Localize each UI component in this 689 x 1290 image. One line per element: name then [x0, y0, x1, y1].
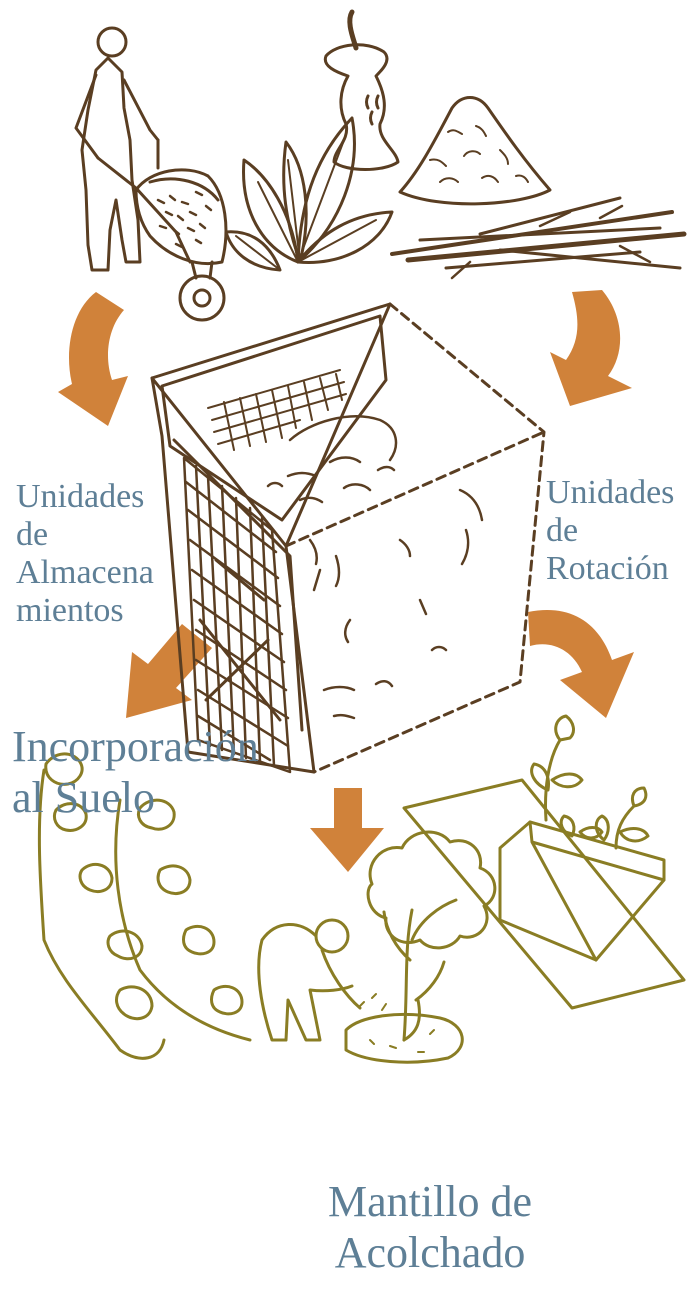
apple-core-icon — [323, 9, 400, 171]
clippings-pile-icon — [398, 96, 552, 206]
arrow-icon — [550, 290, 632, 406]
garden-rows-icon — [37, 752, 252, 1060]
rotation-units-label: Unidades de Rotación — [546, 474, 675, 588]
leaves-icon — [224, 116, 394, 272]
arrow-icon — [310, 788, 384, 872]
person-with-tree-icon — [257, 830, 497, 1064]
arrow-icon — [58, 292, 128, 426]
soil-incorporation-label: Incorporación al Suelo — [12, 722, 259, 822]
mulch-label: Mantillo de Acolchado — [328, 1177, 533, 1278]
planter-box-icon — [402, 714, 686, 1010]
compost-bin-icon — [150, 302, 546, 774]
storage-units-label: Unidades de Almacena mientos — [16, 478, 154, 630]
arrow-icon — [528, 610, 634, 718]
arrow-icon — [126, 624, 212, 718]
person-with-wheelbarrow-icon — [74, 26, 228, 322]
twigs-icon — [390, 196, 687, 280]
